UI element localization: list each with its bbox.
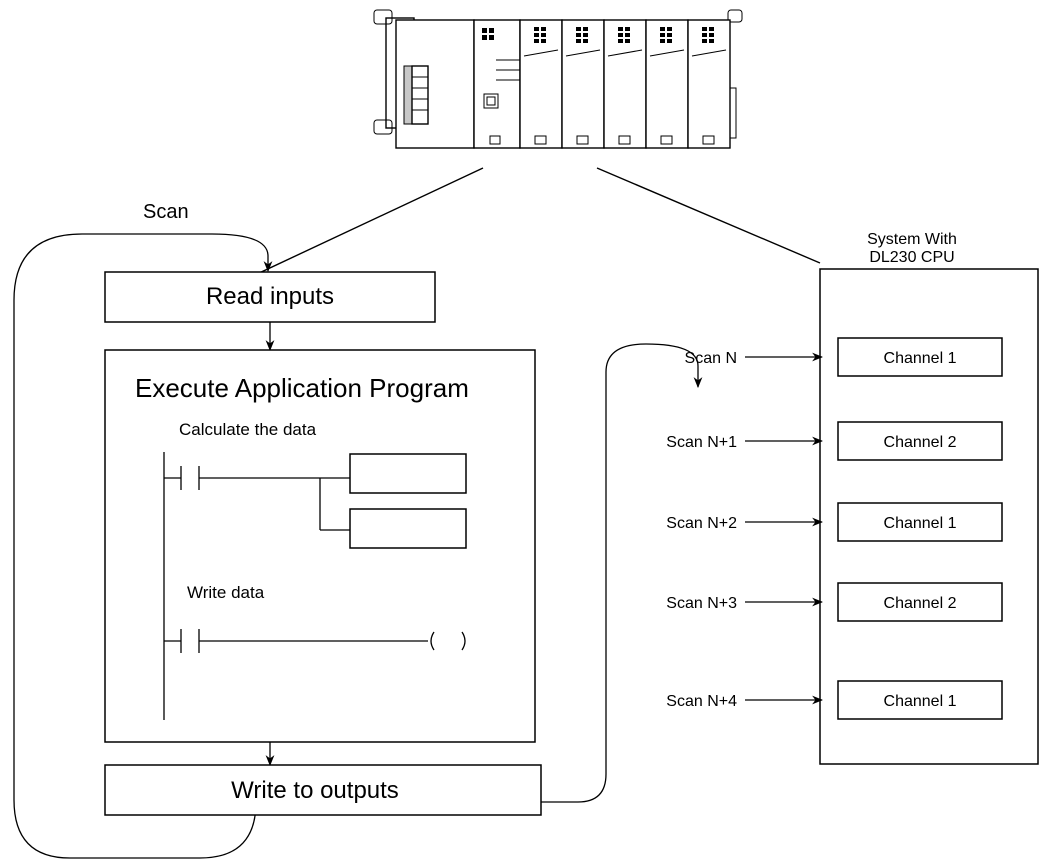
output-box-2 xyxy=(349,508,467,549)
scan-step-label: Scan N+1 xyxy=(666,434,737,451)
scan-step-label: Scan N+4 xyxy=(666,693,737,710)
coil-icon xyxy=(430,631,435,651)
write-data-label: Write data xyxy=(187,583,265,602)
plc-rack-icon xyxy=(373,9,743,149)
channel-label: Channel 2 xyxy=(884,434,957,451)
io-modules xyxy=(519,19,731,149)
write-outputs-label: Write to outputs xyxy=(231,777,399,804)
scan-step-label: Scan N+2 xyxy=(666,515,737,532)
ladder-logic xyxy=(163,452,467,720)
scan-step-label: Scan N xyxy=(685,350,737,367)
scan-label: Scan xyxy=(143,201,189,223)
channel-label: Channel 1 xyxy=(884,515,957,532)
system-label-line2: DL230 CPU xyxy=(869,249,954,266)
channel-label: Channel 2 xyxy=(884,595,957,612)
system-label-line1: System With xyxy=(867,231,957,248)
read-inputs-label: Read inputs xyxy=(206,283,334,310)
read-inputs-box xyxy=(104,271,436,323)
execute-program-box xyxy=(104,349,536,743)
channel-box xyxy=(837,337,1003,377)
channel-box xyxy=(837,502,1003,542)
calculate-data-label: Calculate the data xyxy=(179,420,317,439)
execute-program-title: Execute Application Program xyxy=(135,373,469,403)
scan-loop-path xyxy=(13,233,273,859)
scan-step-label: Scan N+3 xyxy=(666,595,737,612)
output-box-1 xyxy=(349,453,467,494)
channel-box xyxy=(837,680,1003,720)
channel-label: Channel 1 xyxy=(884,350,957,367)
write-outputs-box xyxy=(104,764,542,816)
output-connector xyxy=(541,343,703,803)
channel-label: Channel 1 xyxy=(884,693,957,710)
channel-box xyxy=(837,582,1003,622)
channel-box xyxy=(837,421,1003,461)
